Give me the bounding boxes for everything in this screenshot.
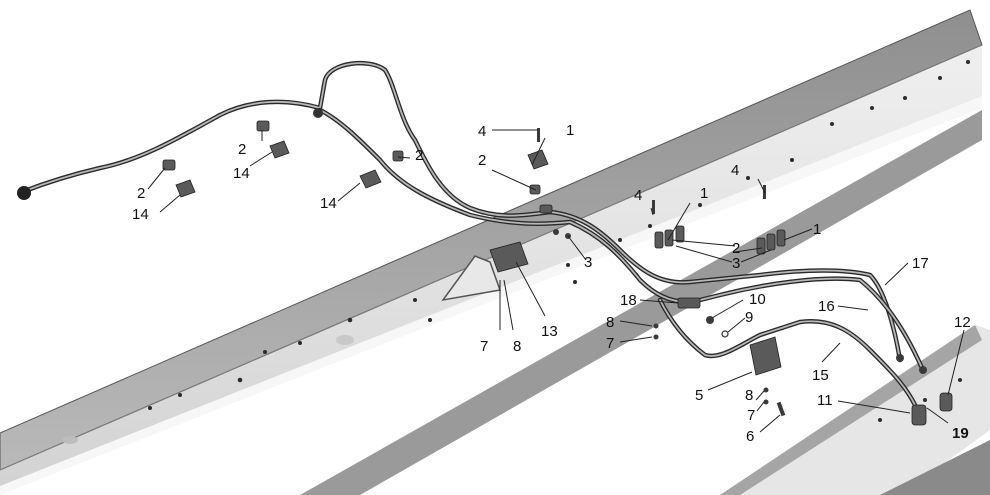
callout-2-clip-d: 2 — [478, 152, 486, 169]
callout-4-upper: 4 — [478, 123, 486, 140]
callout-2-clip-a: 2 — [238, 141, 246, 158]
callout-9: 9 — [745, 309, 753, 326]
callout-8-left: 8 — [513, 338, 521, 355]
frame-holes — [148, 60, 970, 410]
callout-17: 17 — [912, 255, 929, 272]
callout-12: 12 — [954, 314, 971, 331]
callout-14-c: 14 — [320, 195, 337, 212]
callout-10: 10 — [749, 291, 766, 308]
callout-8-middle: 8 — [606, 314, 614, 331]
callout-15: 15 — [812, 367, 829, 384]
frame-cutout — [441, 255, 502, 302]
callout-2-clip-b: 2 — [137, 185, 145, 202]
pipe-union — [313, 108, 323, 118]
callout-7-middle: 7 — [606, 335, 614, 352]
callout-18: 18 — [620, 292, 637, 309]
callout-6: 6 — [746, 428, 754, 445]
callout-8-right: 8 — [745, 387, 753, 404]
callout-1-right: 1 — [813, 221, 821, 238]
callout-7-right: 7 — [747, 407, 755, 424]
callout-2-clip-c: 2 — [415, 147, 423, 164]
brake-pipes — [19, 61, 925, 408]
callout-1-middle: 1 — [700, 185, 708, 202]
small-parts — [162, 120, 953, 426]
callout-19: 19 — [952, 425, 969, 442]
callout-16: 16 — [818, 298, 835, 315]
callout-1-upper: 1 — [566, 122, 574, 139]
callout-2-clip-e: 2 — [732, 240, 740, 257]
callout-14-b: 14 — [132, 206, 149, 223]
callout-4-middle: 4 — [634, 187, 642, 204]
callout-4-right: 4 — [731, 162, 739, 179]
frame-side-member — [0, 9, 983, 495]
callout-7-left: 7 — [480, 338, 488, 355]
callouts: 1 1 1 2 2 2 2 2 3 3 4 4 4 5 6 7 7 7 8 8 … — [132, 122, 971, 445]
callout-3-right: 3 — [732, 255, 740, 272]
callout-14-a: 14 — [233, 165, 250, 182]
callout-3-left: 3 — [584, 254, 592, 271]
leader-lines — [147, 129, 965, 433]
callout-13: 13 — [541, 323, 558, 340]
callout-5: 5 — [695, 387, 703, 404]
pipe-end-fitting — [17, 186, 31, 200]
callout-11: 11 — [817, 392, 833, 409]
